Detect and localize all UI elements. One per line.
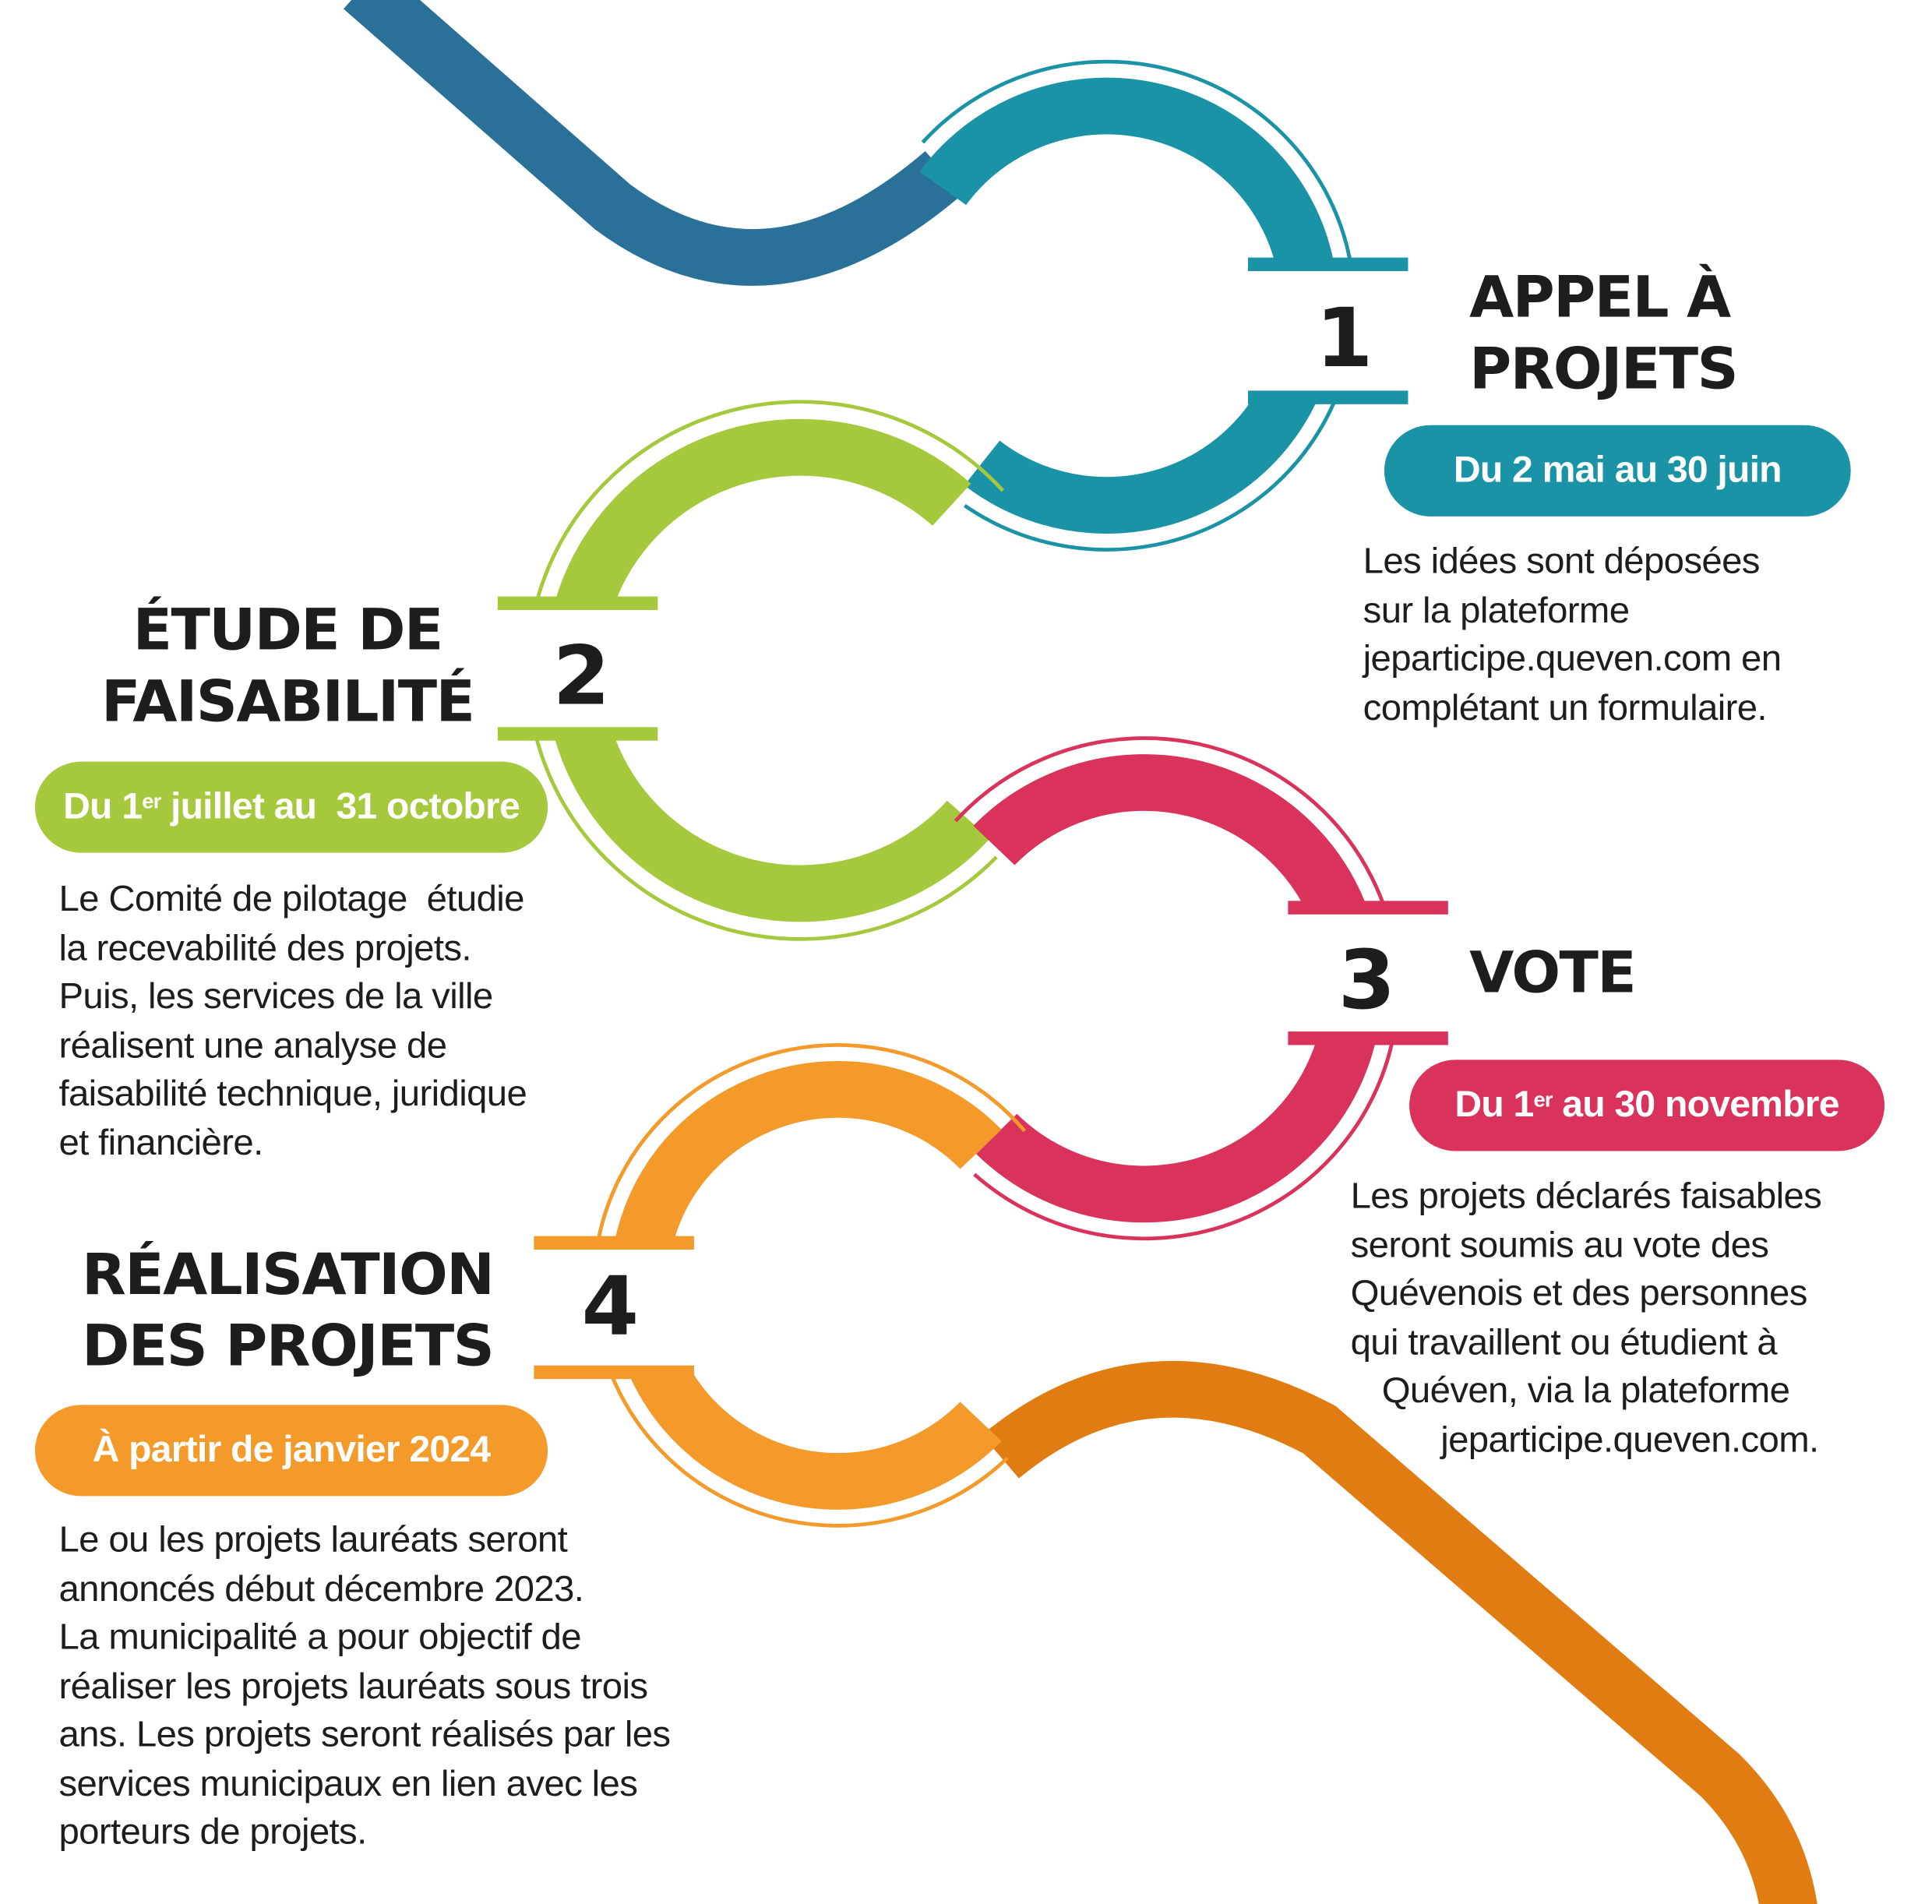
step-4-date: À partir de janvier 2024 — [92, 1430, 492, 1471]
step-3-number-gap — [1288, 908, 1448, 1038]
step-1-number-gap — [1247, 265, 1408, 397]
description-line: Le ou les projets lauréats seront — [58, 1519, 568, 1560]
description-line: réalisent une analyse de — [58, 1024, 447, 1066]
step-3-title: Vote — [1469, 936, 1637, 1008]
step-3-date-suffix: au 30 novembre — [1552, 1084, 1839, 1126]
step-2-date-prefix: Du 1 — [63, 786, 143, 827]
step-1-date: Du 2 mai au 30 juin — [1453, 450, 1782, 491]
step-1-title-line: Appel à — [1469, 263, 1731, 330]
incoming-path — [343, 0, 964, 286]
step-4-tick-top — [534, 1236, 694, 1250]
step-1-title: Appel à projets — [1469, 261, 1739, 404]
step-4-description: Le ou les projets lauréats seront annonc… — [58, 1516, 671, 1856]
description-line: La municipalité a pour objectif de — [58, 1617, 581, 1658]
description-line: annoncés début décembre 2023. — [58, 1567, 584, 1610]
step-4-title: Réalisation des projets — [62, 1239, 513, 1382]
step-1-date-pill: Du 2 mai au 30 juin — [1384, 425, 1851, 517]
step-4-number-gap — [534, 1243, 694, 1372]
step-1-tick-bottom — [1247, 390, 1408, 404]
step-2-number-gap — [497, 604, 658, 734]
step-4-number: 4 — [581, 1259, 640, 1355]
step-3-tick-bottom — [1288, 1031, 1448, 1045]
step-1-title-line: projets — [1469, 335, 1739, 402]
step-4-date-pill: À partir de janvier 2024 — [34, 1405, 548, 1497]
step-2-title-line: faisabilité — [101, 668, 475, 735]
step-3-tick-top — [1288, 901, 1448, 915]
step-4-tick-bottom — [534, 1365, 694, 1380]
description-line: ans. Les projets seront réalisés par les — [58, 1714, 671, 1755]
step-1-tick-top — [1247, 257, 1408, 272]
step-3-title-line: Vote — [1469, 939, 1637, 1006]
description-line: jeparticipe.queven.com. — [1440, 1419, 1819, 1460]
step-2-title: Étude de faisabilité — [50, 594, 525, 737]
description-line: porteurs de projets. — [58, 1811, 367, 1853]
description-line: sur la plateforme — [1363, 589, 1630, 631]
description-line: complétant un formulaire. — [1363, 686, 1768, 728]
step-3-number: 3 — [1338, 933, 1396, 1028]
description-line: Les projets déclarés faisables — [1350, 1176, 1822, 1217]
description-line: Quéven, via la plateforme — [1381, 1370, 1790, 1412]
description-line: qui travaillent ou étudient à — [1350, 1321, 1778, 1363]
description-line: et financière. — [58, 1122, 263, 1163]
description-line: Le Comité de pilotage étudie — [58, 878, 524, 920]
description-line: seront soumis au vote des — [1350, 1224, 1769, 1265]
step-4-title-line: des projets — [82, 1312, 495, 1380]
step-2-title-line: Étude de — [132, 596, 444, 664]
description-line: Les idées sont déposées — [1363, 541, 1761, 582]
description-line: réaliser les projets lauréats sous trois — [58, 1665, 648, 1707]
step-1-number: 1 — [1315, 291, 1373, 386]
step-2-date-suffix: juillet au 31 octobre — [160, 786, 520, 827]
description-line: services municipaux en lien avec les — [58, 1762, 638, 1804]
description-line: Quévenois et des personnes — [1350, 1273, 1808, 1314]
description-line: Puis, les services de la ville — [58, 975, 493, 1017]
description-line: faisabilité technique, juridique — [58, 1073, 527, 1115]
description-line: la recevabilité des projets. — [58, 927, 471, 968]
step-3-description: Les projets déclarés faisables seront so… — [1351, 1172, 1822, 1464]
step-2-description: Le Comité de pilotage étudie la recevabi… — [58, 875, 527, 1167]
outgoing-path — [982, 1360, 1817, 1904]
description-line: jeparticipe.queven.com en — [1363, 638, 1782, 679]
step-2-tick-bottom — [497, 727, 658, 741]
step-4-title-line: Réalisation — [82, 1240, 495, 1308]
step-3-date-prefix: Du 1 — [1454, 1084, 1534, 1126]
step-1-description: Les idées sont déposées sur la plateform… — [1363, 538, 1782, 732]
step-2-tick-top — [497, 596, 658, 611]
step-2-number: 2 — [552, 628, 611, 724]
